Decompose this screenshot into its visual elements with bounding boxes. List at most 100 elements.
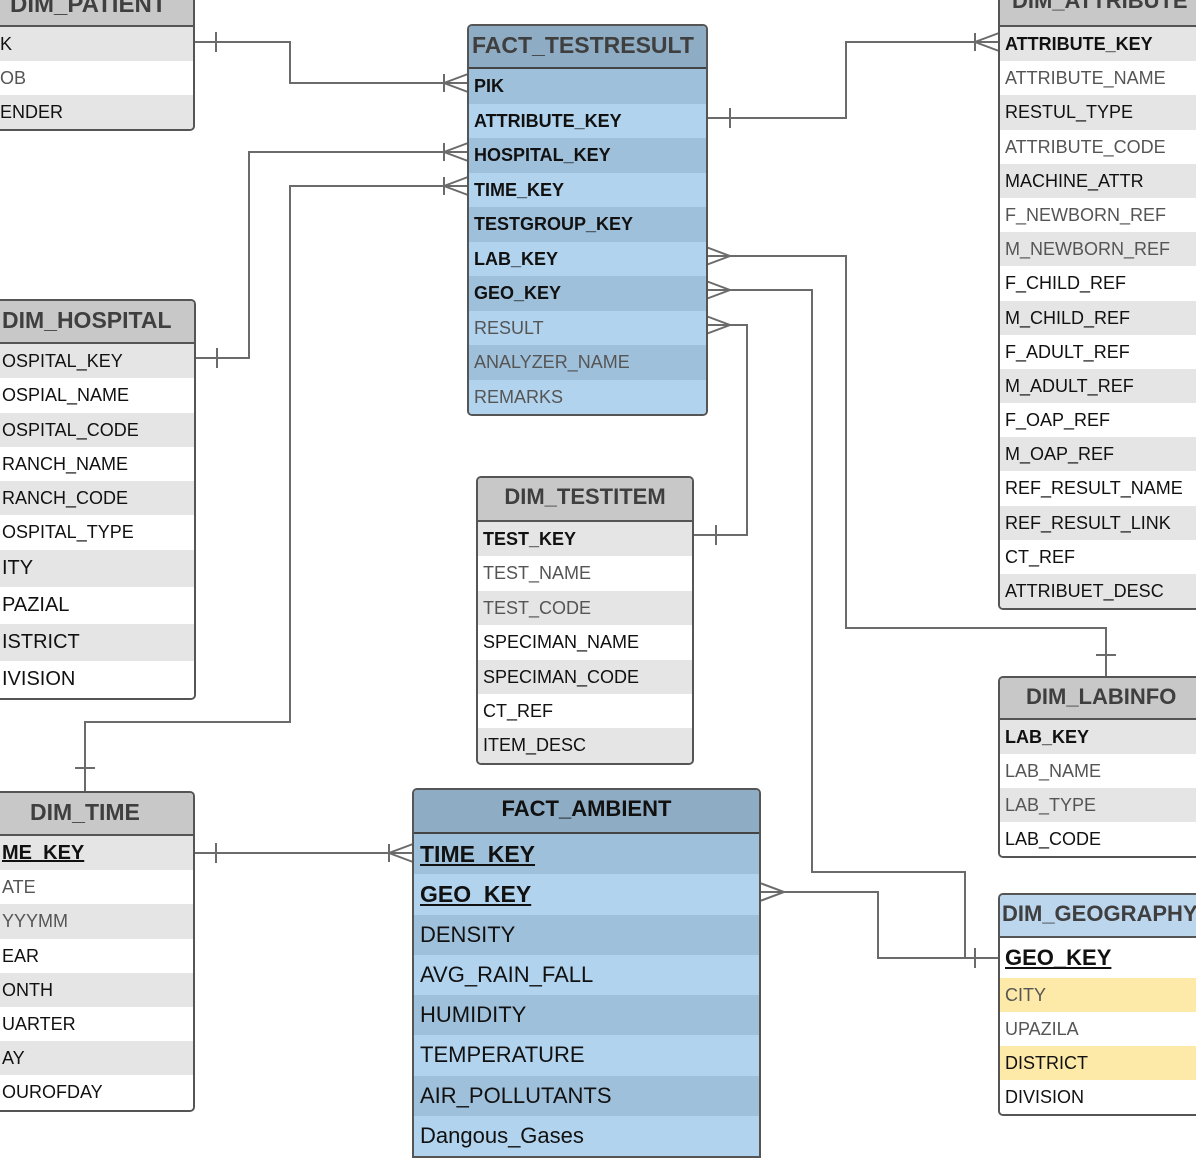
rel-time-testresult — [84, 185, 468, 792]
table-row: PAZIAL — [0, 586, 194, 624]
rel-hospital-testresult — [195, 151, 468, 359]
table-row: DIVISION — [1000, 1080, 1196, 1114]
table-row: ONTH — [0, 972, 193, 1007]
table-row: ATTRIBUTE_KEY — [1000, 27, 1196, 62]
entity-rows: GEO_KEY CITY UPAZILA DISTRICT DIVISION — [1000, 938, 1196, 1114]
table-row: HOSPITAL_KEY — [469, 138, 706, 173]
table-row: MACHINE_ATTR — [1000, 163, 1196, 198]
entity-title: DIM_TIME — [0, 793, 193, 836]
table-row: F_ADULT_REF — [1000, 334, 1196, 369]
table-row: ISTRICT — [0, 623, 194, 661]
table-row: TEST_KEY — [478, 522, 692, 557]
table-row: OB — [0, 61, 193, 95]
table-row: ENDER — [0, 95, 193, 129]
table-row: PIK — [469, 69, 706, 104]
table-row: EAR — [0, 938, 193, 973]
entity-rows: TEST_KEY TEST_NAME TEST_CODE SPECIMAN_NA… — [478, 522, 692, 763]
table-row: UPAZILA — [1000, 1012, 1196, 1046]
table-row: M_ADULT_REF — [1000, 368, 1196, 404]
rel-time-many-mark — [441, 176, 469, 196]
entity-rows: OSPITAL_KEY OSPIAL_NAME OSPITAL_CODE RAN… — [0, 344, 194, 698]
table-row: OSPITAL_CODE — [0, 412, 194, 447]
table-row: OSPITAL_KEY — [0, 344, 194, 379]
entity-title: DIM_PATIENT — [0, 0, 193, 27]
rel-attribute-many-mark — [972, 32, 1000, 52]
table-row: AVG_RAIN_FALL — [414, 954, 759, 996]
rel-time-ambient-many-mark — [386, 843, 414, 863]
entity-rows: TIME_KEY GEO_KEY DENSITY AVG_RAIN_FALL H… — [414, 834, 759, 1157]
rel-testitem-many-mark — [705, 315, 733, 335]
entity-dim-geography[interactable]: DIM_GEOGRAPHY GEO_KEY CITY UPAZILA DISTR… — [998, 893, 1196, 1116]
entity-dim-testitem[interactable]: DIM_TESTITEM TEST_KEY TEST_NAME TEST_COD… — [476, 476, 694, 765]
table-row: ATTRIBUTE_NAME — [1000, 61, 1196, 96]
table-row: GEO_KEY — [414, 874, 759, 915]
table-row: SPECIMAN_NAME — [478, 625, 692, 660]
table-row: LAB_CODE — [1000, 822, 1196, 856]
table-row: ATTRIBUET_DESC — [1000, 574, 1196, 609]
table-row: IVISION — [0, 660, 194, 698]
entity-title: DIM_HOSPITAL — [0, 301, 194, 344]
table-row: LAB_KEY — [469, 241, 706, 276]
table-row: RESTUL_TYPE — [1000, 95, 1196, 130]
table-row: M_OAP_REF — [1000, 437, 1196, 472]
table-row: K — [0, 27, 193, 61]
table-row: CITY — [1000, 978, 1196, 1012]
rel-testitem-testresult — [693, 324, 748, 536]
table-row: UARTER — [0, 1006, 193, 1042]
entity-dim-time[interactable]: DIM_TIME ME_KEY ATE YYYMM EAR ONTH UARTE… — [0, 791, 195, 1112]
table-row: ITEM_DESC — [478, 728, 692, 763]
table-row: YYYMM — [0, 904, 193, 939]
rel-geo-ambient-many-mark — [759, 882, 787, 902]
table-row: CT_REF — [1000, 539, 1196, 574]
table-row: TEMPERATURE — [414, 1035, 759, 1076]
table-row: ITY — [0, 549, 194, 587]
entity-rows: LAB_KEY LAB_NAME LAB_TYPE LAB_CODE — [1000, 720, 1196, 856]
entity-fact-testresult[interactable]: FACT_TESTRESULT PIK ATTRIBUTE_KEY HOSPIT… — [467, 24, 708, 416]
table-row: AIR_POLLUTANTS — [414, 1075, 759, 1117]
entity-rows: K OB ENDER — [0, 27, 193, 129]
entity-dim-labinfo[interactable]: DIM_LABINFO LAB_KEY LAB_NAME LAB_TYPE LA… — [998, 676, 1196, 858]
table-row: TIME_KEY — [469, 172, 706, 207]
table-row: TESTGROUP_KEY — [469, 207, 706, 242]
table-row: TEST_CODE — [478, 590, 692, 626]
entity-title: FACT_AMBIENT — [414, 790, 759, 834]
table-row: HUMIDITY — [414, 995, 759, 1036]
rel-geo-ambient — [760, 891, 999, 959]
table-row: SPECIMAN_CODE — [478, 659, 692, 694]
table-row: LAB_NAME — [1000, 754, 1196, 788]
table-row: F_OAP_REF — [1000, 403, 1196, 438]
table-row: OSPITAL_TYPE — [0, 515, 194, 550]
table-row: TIME_KEY — [414, 834, 759, 875]
relationship-lines — [75, 32, 1116, 968]
table-row: M_NEWBORN_REF — [1000, 232, 1196, 267]
table-row: Dangous_Gases — [414, 1116, 759, 1157]
rel-labinfo-many-mark — [705, 246, 733, 266]
table-row: LAB_TYPE — [1000, 788, 1196, 822]
table-row: ATE — [0, 870, 193, 905]
table-row: RESULT — [469, 310, 706, 345]
table-row: AY — [0, 1041, 193, 1076]
table-row: M_CHILD_REF — [1000, 300, 1196, 335]
entity-title: FACT_TESTRESULT — [469, 26, 706, 69]
rel-attribute-testresult — [706, 41, 999, 119]
table-row: OUROFDAY — [0, 1075, 193, 1110]
rel-hospital-many-mark — [441, 142, 469, 162]
entity-dim-hospital[interactable]: DIM_HOSPITAL OSPITAL_KEY OSPIAL_NAME OSP… — [0, 299, 196, 700]
table-row: DENSITY — [414, 914, 759, 955]
entity-dim-attribute[interactable]: DIM_ATTRIBUTE ATTRIBUTE_KEY ATTRIBUTE_NA… — [998, 0, 1196, 611]
rel-patient-testresult — [193, 41, 468, 84]
table-row: ATTRIBUTE_CODE — [1000, 129, 1196, 164]
table-row: ME_KEY — [0, 836, 193, 871]
table-row: ANALYZER_NAME — [469, 345, 706, 380]
table-row: LAB_KEY — [1000, 720, 1196, 754]
entity-rows: ME_KEY ATE YYYMM EAR ONTH UARTER AY OURO… — [0, 836, 193, 1110]
entity-title: DIM_LABINFO — [1000, 678, 1196, 720]
entity-dim-patient[interactable]: DIM_PATIENT K OB ENDER — [0, 0, 195, 131]
rel-patient-many-mark — [441, 73, 469, 93]
entity-fact-ambient[interactable]: FACT_AMBIENT TIME_KEY GEO_KEY DENSITY AV… — [412, 788, 761, 1158]
rel-labinfo-testresult — [706, 255, 1107, 677]
table-row: REMARKS — [469, 379, 706, 414]
entity-title: DIM_TESTITEM — [478, 478, 692, 522]
table-row: F_CHILD_REF — [1000, 266, 1196, 301]
table-row: RANCH_CODE — [0, 481, 194, 516]
